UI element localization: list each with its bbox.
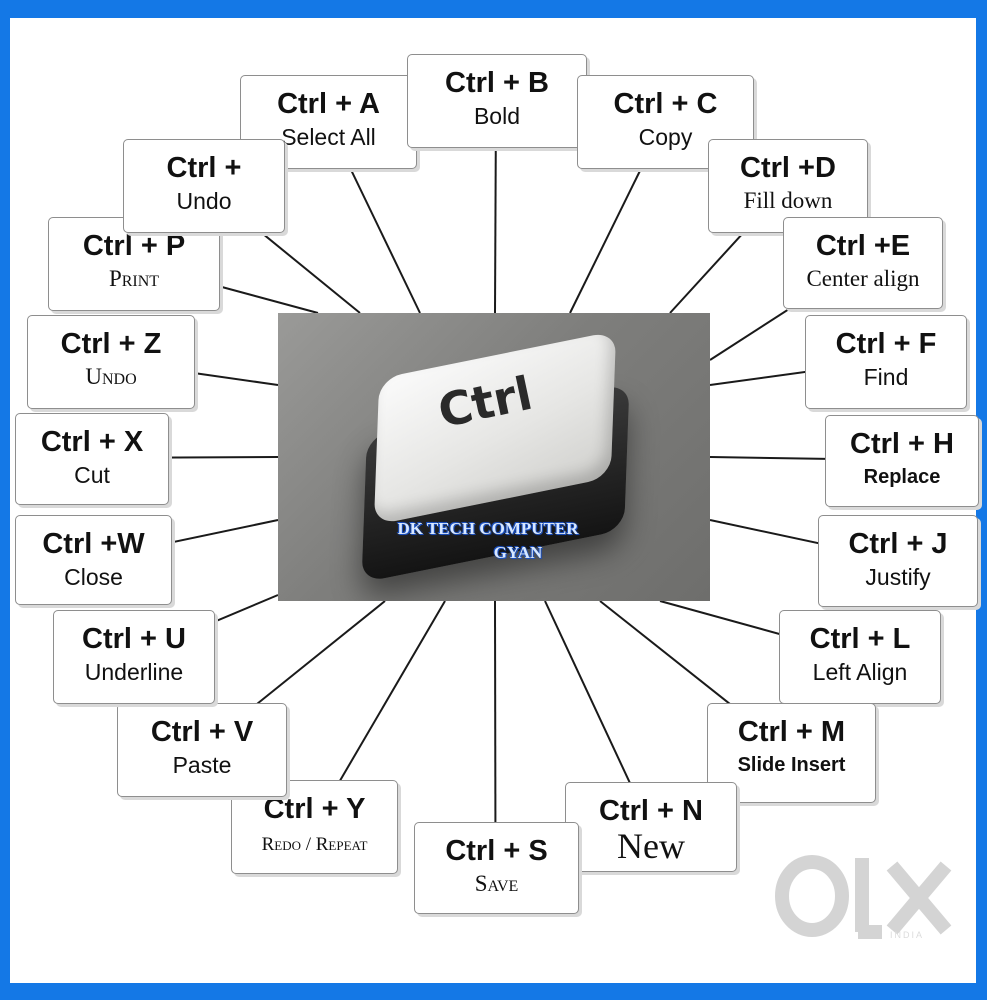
shortcut-key: Ctrl + M	[737, 716, 846, 748]
shortcut-key: Ctrl + B	[445, 67, 549, 99]
shortcut-action: New	[617, 826, 685, 866]
shortcut-key: Ctrl +	[166, 152, 242, 184]
shortcut-key: Ctrl + V	[150, 716, 254, 748]
shortcut-key: Ctrl + S	[445, 835, 548, 867]
shortcut-action: Undo	[85, 364, 137, 389]
shortcut-action: Replace	[863, 466, 941, 488]
shortcut-action: Save	[474, 871, 519, 896]
shortcut-action: Underline	[84, 659, 184, 685]
shortcut-key: Ctrl + Z	[60, 328, 162, 360]
shortcut-key: Ctrl + U	[82, 623, 186, 655]
shortcut-key: Ctrl + J	[848, 528, 948, 560]
shortcut-key: Ctrl +D	[740, 152, 836, 184]
shortcut-action: Select All	[281, 124, 376, 150]
shortcut-box: Ctrl + A Select All	[240, 75, 417, 169]
shortcut-key: Ctrl + N	[599, 795, 703, 827]
shortcut-key: Ctrl + P	[82, 230, 186, 262]
shortcut-action: Cut	[74, 462, 110, 488]
shortcut-action: Copy	[638, 124, 693, 150]
shortcut-box: Ctrl + S Save	[414, 822, 579, 914]
shortcut-action: Paste	[172, 752, 232, 778]
shortcut-key: Ctrl + X	[40, 426, 144, 458]
shortcut-box: Ctrl + Undo	[123, 139, 285, 233]
watermark-line-2: GYAN	[493, 543, 543, 562]
shortcut-action: Redo / Repeat	[261, 834, 368, 855]
shortcut-box: Ctrl + X Cut	[15, 413, 169, 505]
shortcut-box: Ctrl + Z Undo	[27, 315, 195, 409]
shortcut-key: Ctrl + A	[277, 88, 380, 120]
shortcut-box: Ctrl + H Replace	[825, 415, 979, 507]
shortcut-box: Ctrl + L Left Align	[779, 610, 941, 704]
shortcut-key: Ctrl + L	[809, 623, 911, 655]
shortcut-key: Ctrl + H	[850, 428, 954, 460]
shortcut-key: Ctrl +W	[42, 528, 145, 560]
shortcut-box: Ctrl + B Bold	[407, 54, 587, 148]
shortcut-box: Ctrl + U Underline	[53, 610, 215, 704]
shortcut-action: Justify	[865, 564, 931, 590]
shortcut-box: Ctrl +W Close	[15, 515, 172, 605]
ctrl-key-photo: Ctrl DK TECH COMPUTER GYAN	[278, 313, 710, 601]
shortcut-action: Undo	[176, 188, 232, 214]
olx-logo-icon	[775, 855, 952, 939]
shortcut-action: Left Align	[812, 659, 908, 685]
shortcut-action: Bold	[473, 103, 521, 129]
watermark-line-1: DK TECH COMPUTER	[397, 519, 579, 538]
shortcut-key: Ctrl + F	[835, 328, 937, 360]
shortcut-box: Ctrl + F Find	[805, 315, 967, 409]
shortcut-action: Center align	[806, 266, 920, 291]
olx-logo-subtext: INDIA	[890, 930, 925, 940]
shortcut-key: Ctrl +E	[815, 230, 911, 262]
shortcut-key: Ctrl + Y	[263, 793, 366, 825]
shortcut-action: Close	[64, 564, 123, 590]
shortcut-action: Fill down	[743, 188, 833, 213]
shortcut-box: Ctrl + J Justify	[818, 515, 978, 607]
shortcut-action: Find	[863, 364, 909, 390]
shortcut-action: Slide Insert	[737, 754, 846, 776]
shortcut-action: Print	[108, 266, 160, 291]
shortcut-box: Ctrl +E Center align	[783, 217, 943, 309]
shortcut-box: Ctrl + V Paste	[117, 703, 287, 797]
shortcut-key: Ctrl + C	[613, 88, 718, 120]
